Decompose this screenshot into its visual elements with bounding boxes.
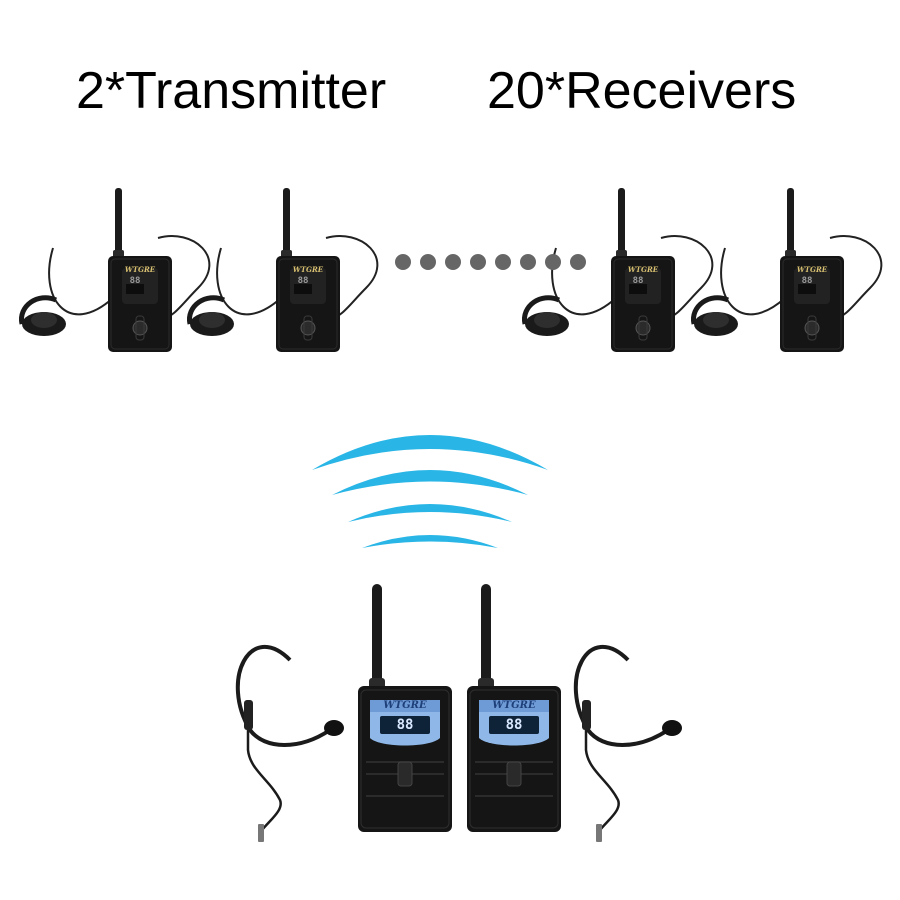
device-brand: WTGRE <box>125 265 156 274</box>
transmitter-display: 88 <box>506 717 523 733</box>
device-brand: WTGRE <box>628 265 659 274</box>
device-brand: WTGRE <box>293 265 324 274</box>
device-brand: WTGRE <box>797 265 828 274</box>
receiver-unit <box>524 188 712 352</box>
ellipsis-dot <box>470 254 486 270</box>
headline: 2*Transmitter 20*Receivers <box>0 56 900 126</box>
headset-microphone <box>235 644 346 844</box>
wave-arc <box>312 435 548 470</box>
wave-arc <box>348 504 512 522</box>
wave-arc <box>332 470 528 495</box>
ellipsis-dot <box>395 254 411 270</box>
ellipsis-dot <box>570 254 586 270</box>
headset-microphone <box>573 644 684 844</box>
ellipsis-dot <box>545 254 561 270</box>
receiver-count-text: 20*Receivers <box>487 62 797 120</box>
receiver-unit <box>693 188 881 352</box>
transmitter-count-text: 2*Transmitter <box>76 62 387 120</box>
receiver-unit <box>21 188 209 352</box>
ellipsis-dot <box>420 254 436 270</box>
receiver-display: 88 <box>633 276 644 286</box>
transmitter-display: 88 <box>397 717 414 733</box>
ellipsis-dot <box>445 254 461 270</box>
receiver-unit <box>189 188 377 352</box>
receiver-display: 88 <box>298 276 309 286</box>
device-brand: WTGRE <box>383 700 427 711</box>
ellipsis-dots <box>395 254 586 270</box>
wave-arc <box>362 535 498 548</box>
receiver-display: 88 <box>130 276 141 286</box>
ellipsis-dot <box>495 254 511 270</box>
device-brand: WTGRE <box>492 700 536 711</box>
ellipsis-dot <box>520 254 536 270</box>
receiver-display: 88 <box>802 276 813 286</box>
wireless-signal-icon <box>312 435 548 548</box>
